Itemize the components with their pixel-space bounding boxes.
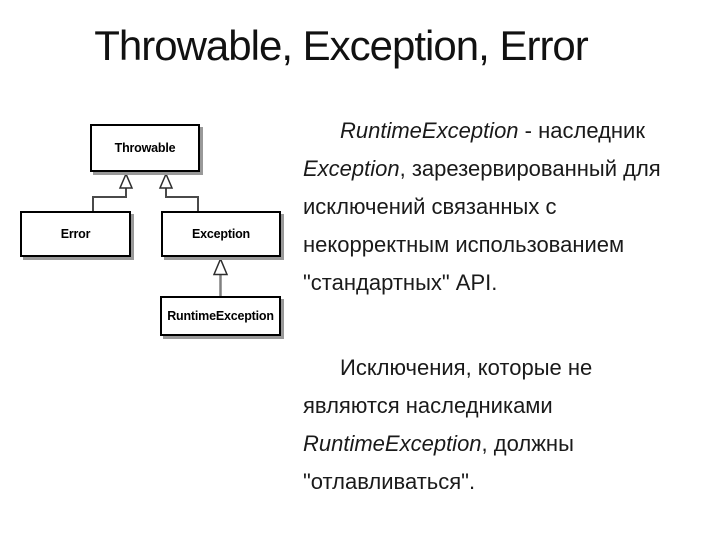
text-run: некорректным использованием	[303, 232, 625, 257]
text-line: некорректным использованием	[303, 226, 703, 264]
text-run: , должны	[481, 431, 574, 456]
uml-class-error: Error	[20, 211, 131, 257]
text-line: "стандартных" API.	[303, 264, 703, 302]
text-line: "отлавливаться".	[303, 463, 703, 501]
uml-class-throwable: Throwable	[90, 124, 200, 172]
generalization-arrowhead-runtime-exception	[212, 257, 229, 276]
text-line: RuntimeException - наследник	[303, 112, 703, 150]
text-run: - наследник	[518, 118, 645, 143]
uml-class-error-label: Error	[60, 227, 91, 241]
text-run: "стандартных" API.	[303, 270, 498, 295]
text-run: Исключения, которые не	[340, 355, 593, 380]
generalization-edge-exception-throwable	[165, 187, 199, 212]
text-run: исключений связанных с	[303, 194, 557, 219]
generalization-edge-error-throwable	[92, 187, 127, 212]
text-run: являются наследниками	[303, 393, 553, 418]
slide-title: Throwable, Exception, Error	[94, 22, 589, 69]
class-name-italic-run: RuntimeException	[340, 118, 519, 143]
text-line: Exception, зарезервированный для	[303, 150, 703, 188]
text-line: исключений связанных с	[303, 188, 703, 226]
text-line: RuntimeException, должны	[303, 425, 703, 463]
uml-class-exception-label: Exception	[192, 227, 250, 241]
text-run: , зарезервированный для	[399, 156, 661, 181]
class-name-italic-run: RuntimeException	[303, 431, 482, 456]
generalization-arrowhead-exception-throwable	[158, 172, 174, 189]
class-name-italic-run: Exception	[303, 156, 400, 181]
text-line: являются наследниками	[303, 387, 703, 425]
uml-class-exception: Exception	[161, 211, 281, 257]
uml-class-runtime-exception: RuntimeException	[160, 296, 281, 336]
generalization-arrowhead-error-throwable	[118, 172, 134, 189]
paragraph-2: Исключения, которые не являются наследник…	[303, 349, 703, 501]
uml-class-throwable-label: Throwable	[114, 141, 176, 155]
text-run: "отлавливаться".	[303, 469, 476, 494]
text-line: Исключения, которые не	[303, 349, 703, 387]
uml-class-runtime-exception-label: RuntimeException	[167, 309, 274, 323]
